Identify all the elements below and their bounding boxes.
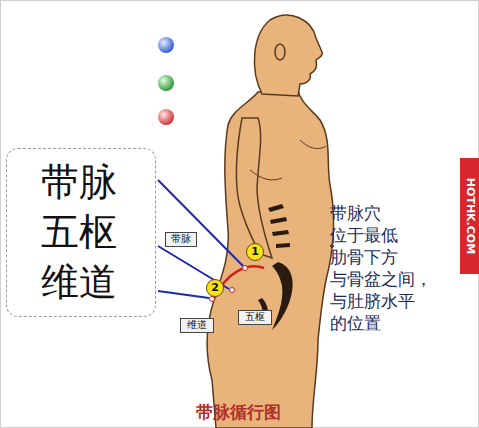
green-ball: [158, 75, 174, 91]
node-text: 五枢: [242, 311, 268, 323]
body-figure: [207, 15, 334, 428]
watermark: HOTHK.COM: [463, 178, 476, 254]
acupoint-dot: [230, 288, 235, 293]
node-text: 维道: [184, 319, 210, 331]
body-details: [250, 140, 334, 248]
red-ball: [158, 109, 174, 125]
caption: 带脉循行图: [196, 401, 281, 424]
node-text: 1: [247, 244, 263, 259]
acupoint-dot: [243, 266, 248, 271]
callout-number: 2: [206, 279, 224, 297]
node-text: 维道: [41, 257, 145, 307]
description-note: 带脉穴 位于最低 肋骨下方 与骨盆之间， 与肚脐水平 的位置: [330, 202, 442, 334]
callout-number: 1: [246, 243, 264, 261]
point-tag: 五枢: [238, 310, 272, 325]
node-text: 带脉: [169, 233, 193, 245]
leader-lines: [158, 180, 243, 298]
blue-ball: [158, 37, 174, 53]
watermark-bar: HOTHK.COM: [460, 158, 479, 274]
acupoint-dot: [210, 297, 215, 302]
node-text: 带脉: [41, 157, 145, 207]
node-text: 2: [207, 280, 223, 295]
point-tag: 维道: [180, 318, 214, 333]
point-tag: 带脉: [165, 232, 197, 247]
node-text: 五枢: [41, 207, 145, 257]
callout-box: 带脉五枢维道: [6, 148, 156, 317]
